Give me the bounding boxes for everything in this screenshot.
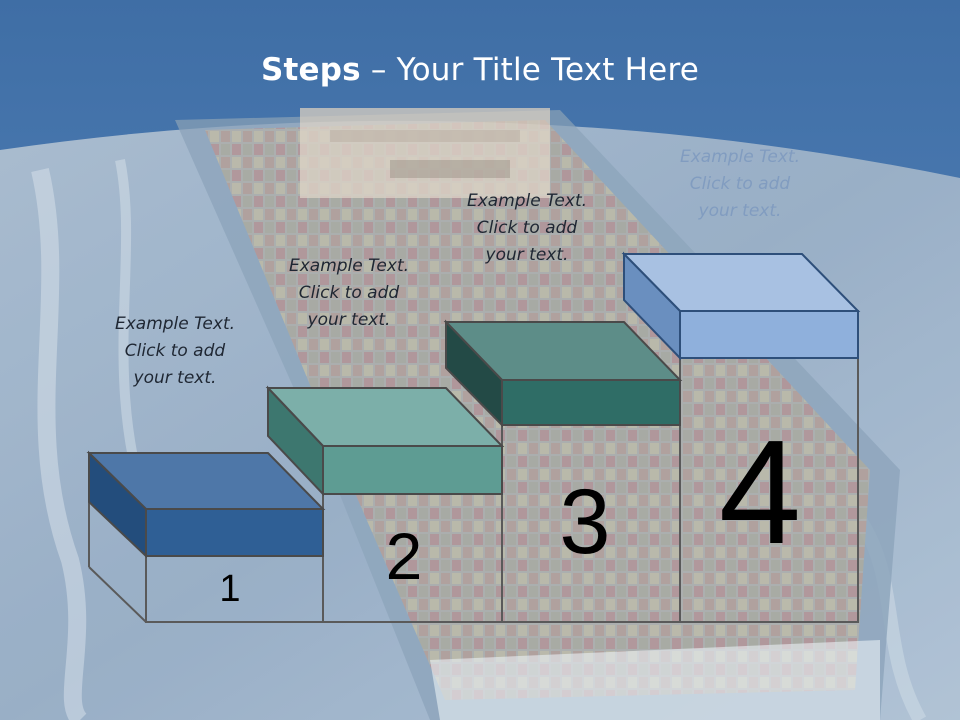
step-2-caption[interactable]: Example Text. Click to add your text.	[264, 253, 434, 334]
step-4-column	[679, 358, 859, 623]
step-4-number: 4	[718, 410, 802, 575]
caption-line: Example Text.	[466, 191, 588, 211]
caption-line: Example Text.	[114, 314, 236, 334]
title-rest: – Your Title Text Here	[360, 52, 699, 88]
title-bold: Steps	[260, 52, 361, 88]
step-1-block[interactable]	[86, 450, 326, 559]
caption-line: Click to add	[124, 341, 226, 361]
step-3-number: 3	[559, 471, 611, 573]
caption-line: Click to add	[689, 174, 791, 194]
caption-line: Example Text.	[288, 256, 410, 276]
step-4-block[interactable]	[621, 251, 861, 361]
caption-line: Click to add	[476, 218, 578, 238]
step-3-caption[interactable]: Example Text. Click to add your text.	[442, 188, 612, 269]
step-4-caption[interactable]: Example Text. Click to add your text.	[655, 144, 825, 225]
caption-line: your text.	[485, 245, 569, 265]
step-1-number: 1	[219, 568, 241, 610]
step-3-block[interactable]	[443, 319, 683, 428]
caption-line: Example Text.	[679, 147, 801, 167]
caption-line: your text.	[133, 368, 217, 388]
caption-line: Click to add	[298, 283, 400, 303]
step-2-number: 2	[385, 519, 423, 593]
step-1-caption[interactable]: Example Text. Click to add your text.	[90, 311, 260, 392]
step-1-depth-bottom	[88, 566, 147, 623]
slide-title[interactable]: Steps – Your Title Text Here	[0, 52, 960, 88]
caption-line: your text.	[698, 201, 782, 221]
caption-line: your text.	[307, 310, 391, 330]
step-2-block[interactable]	[265, 385, 505, 497]
